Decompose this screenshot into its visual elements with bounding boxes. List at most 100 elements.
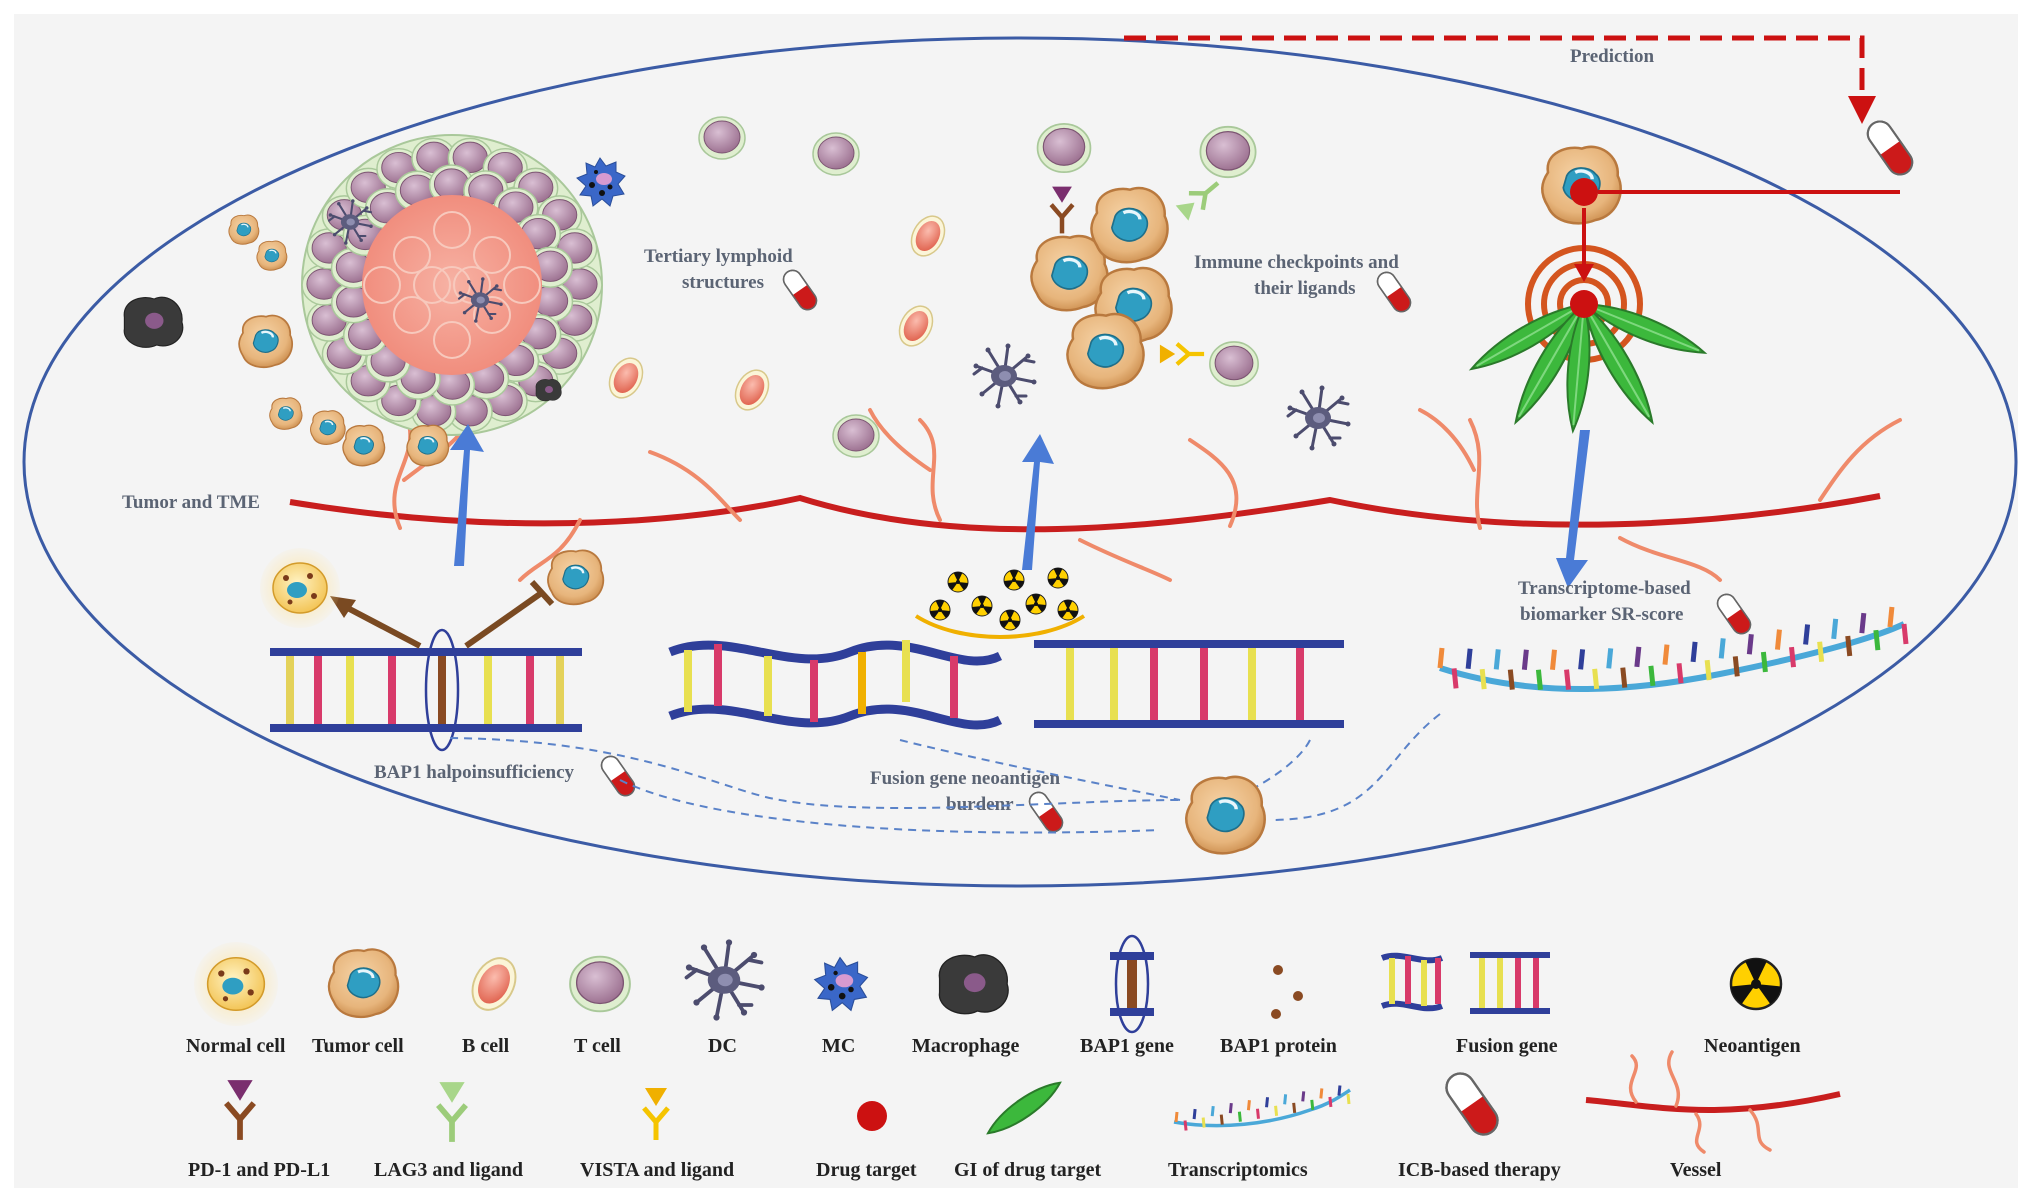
legend-strand-tick [1319, 1088, 1324, 1099]
legend-strand-tick [1192, 1108, 1197, 1120]
tls-label-line1: Tertiary lymphoid [644, 246, 793, 267]
legend-vista: VISTA and ligand [580, 1159, 734, 1181]
macrophage-small [535, 378, 562, 402]
legend-row-1-icons [193, 934, 1783, 1034]
fusion-label-line1: Fusion gene neoantigen [870, 768, 1060, 789]
strand-tick [1718, 638, 1726, 659]
vessel [289, 408, 1902, 582]
legend-drug-target: Drug target [816, 1159, 917, 1181]
strand-tick [1648, 665, 1656, 687]
strand-tick [1901, 623, 1909, 645]
legend-strand-tick [1346, 1093, 1351, 1105]
legend-strand-tick [1210, 1105, 1215, 1117]
mass-core-cell [473, 236, 511, 274]
strand-tick [1437, 647, 1445, 669]
legend-strand-tick [1201, 1117, 1206, 1128]
strand-tick [1564, 669, 1572, 690]
legend-fusion-gene: Fusion gene [1456, 1035, 1558, 1057]
tme-ellipse [22, 36, 2018, 888]
strand-tick [1859, 612, 1867, 634]
strand-tick [1451, 668, 1459, 689]
mass-core-cell [433, 321, 471, 359]
legend-strand-tick [1246, 1100, 1251, 1111]
strand-tick [1465, 648, 1473, 669]
blue-arrows [450, 424, 1590, 588]
strand-tick [1620, 667, 1628, 688]
strand-tick [1803, 624, 1811, 645]
legend-strand-tick [1219, 1114, 1224, 1125]
legend-row-2-labels: PD-1 and PD-L1 LAG3 and ligand VISTA and… [188, 1159, 1722, 1181]
legend-row-1-labels: Normal cell Tumor cell B cell T cell DC … [186, 1035, 1801, 1057]
strand-tick [1634, 646, 1642, 668]
strand-tick [1887, 606, 1895, 628]
bap1-label: BAP1 halpoinsufficiency [374, 762, 575, 783]
macrophage-in-tme [123, 296, 184, 348]
transcriptome-label-line1: Transcriptome-based [1518, 578, 1691, 599]
legend-strand-tick [1283, 1094, 1288, 1105]
tls-label-line2: structures [682, 272, 764, 293]
prediction-label: Prediction [1570, 46, 1655, 67]
mass-core-cell [473, 296, 511, 334]
checkpoint-label-line2: their ligands [1254, 278, 1356, 299]
legend-tumor-cell: Tumor cell [312, 1035, 404, 1057]
legend-strand-tick [1292, 1102, 1297, 1113]
legend-pd1: PD-1 and PD-L1 [188, 1159, 330, 1181]
strand-tick [1760, 651, 1768, 673]
legend-bap1-gene: BAP1 gene [1080, 1035, 1174, 1057]
strand-tick [1831, 618, 1839, 640]
strand-tick [1746, 634, 1754, 655]
legend-t-cell: T cell [574, 1035, 621, 1057]
legend-dc: DC [708, 1035, 737, 1057]
strand-tick [1535, 669, 1543, 691]
fusion-dna: Fusion gene neoantigen burdenr [668, 567, 1344, 836]
mass-core-cell [363, 266, 401, 304]
mass-core-cell [413, 266, 451, 304]
legend-vessel: Vessel [1670, 1159, 1722, 1181]
legend-row-2-icons [226, 1050, 1841, 1154]
legend-strand-tick [1337, 1085, 1342, 1096]
legend-strand-tick [1228, 1103, 1233, 1114]
legend-neoantigen: Neoantigen [1704, 1035, 1801, 1057]
transcriptomics-strand [1437, 606, 1909, 693]
mass-core-cell [393, 296, 431, 334]
legend-normal-cell: Normal cell [186, 1035, 286, 1057]
strand-tick [1549, 649, 1557, 671]
strand-tick [1507, 669, 1515, 690]
legend-strand-tick [1174, 1111, 1179, 1123]
legend-strand-tick [1328, 1096, 1333, 1108]
tumor-mass [301, 134, 603, 436]
prediction-path: Prediction [1124, 35, 1876, 124]
bap1-dna: BAP1 halpoinsufficiency [259, 547, 639, 800]
mass-core-cell [503, 266, 541, 304]
legend-strand-tick [1310, 1099, 1315, 1111]
strand-tick [1676, 663, 1684, 684]
legend-gi-drug-target: GI of drug target [954, 1159, 1102, 1181]
drug-target-system [1465, 145, 1900, 433]
strand-tick [1704, 659, 1712, 681]
strand-tick [1690, 641, 1698, 663]
strand-tick [1817, 641, 1825, 662]
legend-strand-tick [1265, 1097, 1270, 1108]
strand-tick [1521, 649, 1529, 670]
legend-icb-therapy: ICB-based therapy [1398, 1159, 1561, 1181]
legend-strand-tick [1274, 1105, 1279, 1116]
strand-tick [1592, 668, 1600, 690]
legend-b-cell: B cell [462, 1035, 510, 1057]
legend-strand-tick [1301, 1091, 1306, 1102]
legend-bap1-protein: BAP1 protein [1220, 1035, 1337, 1057]
legend-strand-tick [1183, 1120, 1188, 1131]
legend-macrophage: Macrophage [912, 1035, 1020, 1057]
strand-tick [1578, 649, 1586, 670]
strand-tick [1479, 668, 1487, 690]
tumor-cell-converge [1184, 775, 1267, 855]
strand-tick [1732, 656, 1740, 677]
strand-tick [1606, 648, 1614, 669]
transcriptome-label-line2: biomarker SR-score [1520, 604, 1683, 625]
strand-tick [1493, 649, 1501, 670]
strand-tick [1662, 644, 1670, 665]
legend-mc: MC [822, 1035, 855, 1057]
strand-tick [1774, 629, 1782, 650]
mass-core-cell [393, 236, 431, 274]
legend-strand-tick [1255, 1108, 1260, 1119]
